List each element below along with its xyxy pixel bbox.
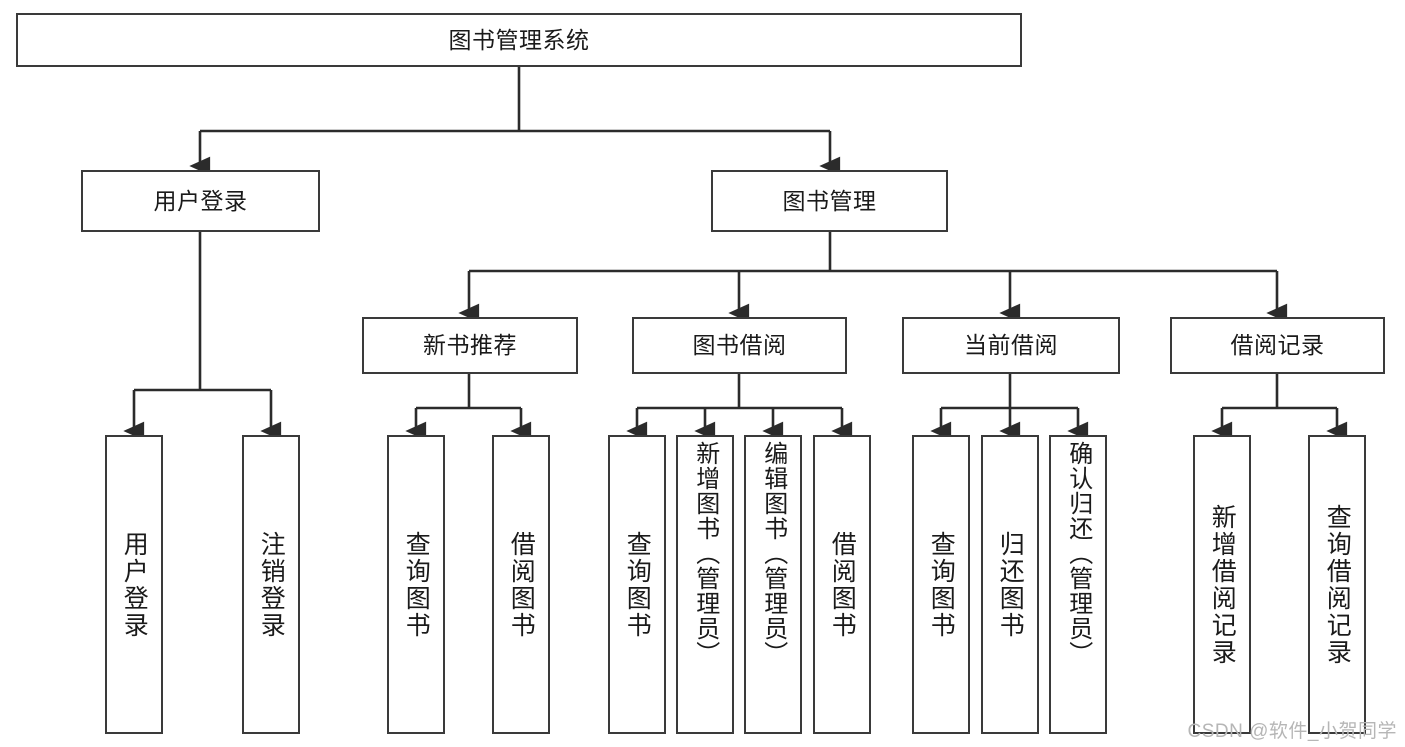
- node-book-borrow[interactable]: 图书借阅: [632, 317, 847, 374]
- node-leaf-borrow-book-2[interactable]: 借阅图书: [813, 435, 871, 734]
- node-label: 归还图书: [996, 530, 1025, 639]
- node-borrow-record[interactable]: 借阅记录: [1170, 317, 1385, 374]
- node-label: 查询图书: [623, 530, 652, 639]
- node-label: 查询图书: [402, 530, 431, 639]
- node-label: 用户登录: [153, 187, 248, 214]
- node-user-login[interactable]: 用户登录: [81, 170, 320, 232]
- node-label: 查询图书: [927, 530, 956, 639]
- watermark-text: CSDN @软件_小贺同学: [1187, 721, 1397, 742]
- node-label: 借阅图书: [507, 530, 536, 639]
- node-leaf-borrow-book-1[interactable]: 借阅图书: [492, 435, 550, 734]
- node-label: 编辑图书（管理员）: [759, 441, 787, 666]
- node-leaf-add-borrow-record[interactable]: 新增借阅记录: [1193, 435, 1251, 734]
- node-leaf-query-book-1[interactable]: 查询图书: [387, 435, 445, 734]
- node-leaf-return-book[interactable]: 归还图书: [981, 435, 1039, 734]
- node-leaf-add-book-admin[interactable]: 新增图书（管理员）: [676, 435, 734, 734]
- node-leaf-confirm-return-admin[interactable]: 确认归还（管理员）: [1049, 435, 1107, 734]
- node-label: 图书借阅: [692, 332, 787, 359]
- node-label: 确认归还（管理员）: [1064, 441, 1092, 666]
- node-label: 借阅图书: [828, 530, 857, 639]
- node-book-manage[interactable]: 图书管理: [711, 170, 948, 232]
- node-leaf-query-book-2[interactable]: 查询图书: [608, 435, 666, 734]
- node-label: 查询借阅记录: [1323, 503, 1352, 666]
- node-leaf-query-borrow-record[interactable]: 查询借阅记录: [1308, 435, 1366, 734]
- node-label: 图书管理系统: [448, 26, 590, 53]
- node-label: 用户登录: [120, 530, 149, 639]
- node-current-borrow[interactable]: 当前借阅: [902, 317, 1120, 374]
- node-leaf-user-logout[interactable]: 注销登录: [242, 435, 300, 734]
- node-label: 当前借阅: [964, 332, 1058, 359]
- node-label: 注销登录: [257, 530, 286, 639]
- node-leaf-query-book-3[interactable]: 查询图书: [912, 435, 970, 734]
- node-root-system[interactable]: 图书管理系统: [16, 13, 1022, 67]
- node-leaf-user-login[interactable]: 用户登录: [105, 435, 163, 734]
- node-label: 新书推荐: [423, 332, 517, 359]
- node-label: 新增图书（管理员）: [691, 441, 719, 666]
- node-new-book-recommend[interactable]: 新书推荐: [362, 317, 578, 374]
- node-leaf-edit-book-admin[interactable]: 编辑图书（管理员）: [744, 435, 802, 734]
- node-label: 借阅记录: [1230, 332, 1325, 359]
- node-label: 图书管理: [782, 187, 877, 214]
- node-label: 新增借阅记录: [1208, 503, 1237, 666]
